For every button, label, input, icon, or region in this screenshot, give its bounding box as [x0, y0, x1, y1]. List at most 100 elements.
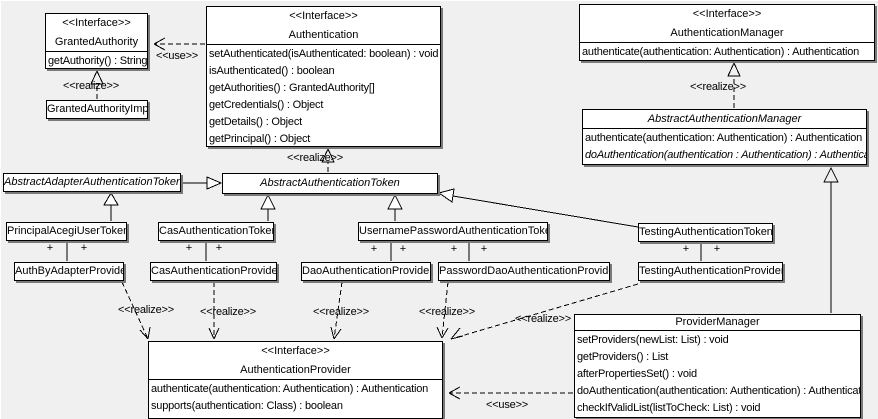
- stereotype: <<Interface>>: [692, 8, 762, 20]
- methods-compartment: authenticate(authentication: Authenticat…: [583, 128, 866, 164]
- assoc-end-label: +: [215, 242, 223, 254]
- method: getProviders() : List: [577, 351, 669, 363]
- assoc-end-label: +: [399, 243, 407, 255]
- edge-realize-testingprovider: [450, 283, 639, 340]
- class-title: ProviderManager: [575, 315, 860, 330]
- class-name: GrantedAuthority: [54, 36, 139, 48]
- class-name: AbstractAuthenticationToken: [260, 177, 400, 189]
- assoc-end-label: +: [480, 243, 488, 255]
- edge-realize-abstractauthenticationmanager: [727, 61, 741, 108]
- stereotype: <<Interface>>: [62, 17, 131, 29]
- edge-gen-castoken: [260, 193, 276, 221]
- class-name: TestingAuthenticationToken: [639, 226, 773, 238]
- class-name: AbstractAuthenticationManager: [647, 113, 802, 125]
- class-authentication-provider[interactable]: <<Interface>> AuthenticationProvider aut…: [148, 341, 443, 419]
- edge-use-providermanager-authenticationprovider: [448, 386, 573, 400]
- edge-label-realize: <<realize>>: [515, 313, 571, 325]
- class-auth-by-adapter-provider[interactable]: AuthByAdapterProvider: [14, 262, 124, 281]
- edge-gen-abstractadapter-abstracttoken: [182, 176, 223, 190]
- assoc-end-label: +: [46, 242, 54, 254]
- method: afterPropertiesSet() : void: [577, 368, 697, 380]
- class-name: AbstractAdapterAuthenticationToken: [4, 176, 181, 188]
- edge-label-realize: <<realize>>: [200, 306, 256, 318]
- method: setAuthenticated(isAuthenticated: boolea…: [209, 48, 439, 60]
- assoc-end-label: +: [713, 243, 721, 255]
- method: checkIfValidList(listToCheck: List) : vo…: [577, 402, 761, 414]
- class-name: ProviderManager: [675, 316, 760, 328]
- stereotype: <<Interface>>: [289, 10, 358, 22]
- class-name: AuthByAdapterProvider: [15, 265, 124, 277]
- class-granted-authority[interactable]: <<Interface>> GrantedAuthority getAuthor…: [45, 13, 148, 69]
- class-abstract-adapter-authentication-token[interactable]: AbstractAdapterAuthenticationToken: [3, 173, 181, 192]
- method: doAuthentication(authentication: Authent…: [577, 385, 861, 397]
- edge-label-realize: <<realize>>: [118, 304, 174, 316]
- edge-label-realize: <<realize>>: [419, 306, 475, 318]
- class-principal-acegi-user-token[interactable]: PrincipalAcegiUserToken: [6, 222, 127, 241]
- class-title: <<Interface>> AuthenticationManager: [580, 5, 874, 42]
- methods-compartment: authenticate(authentication: Authenticat…: [580, 42, 874, 60]
- assoc-end-label: +: [450, 243, 458, 255]
- edge-gen-providermanager: [823, 166, 839, 313]
- class-name: CasAuthenticationProvider: [151, 265, 277, 277]
- class-name: AuthenticationProvider: [240, 364, 351, 376]
- method: authenticate(authentication: Authenticat…: [585, 132, 863, 144]
- edge-label-use: <<use>>: [155, 50, 199, 62]
- class-title: AbstractAuthenticationManager: [583, 110, 866, 128]
- class-abstract-authentication-token[interactable]: AbstractAuthenticationToken: [222, 173, 438, 194]
- class-testing-authentication-provider[interactable]: TestingAuthenticationProvider: [638, 262, 783, 281]
- class-title: <<Interface>> AuthenticationProvider: [149, 342, 442, 379]
- edge-label-realize: <<realize>>: [690, 81, 746, 93]
- class-password-dao-authentication-provider[interactable]: PasswordDaoAuthenticationProvider: [438, 262, 610, 281]
- assoc-end-label: +: [370, 243, 378, 255]
- class-provider-manager[interactable]: ProviderManager setProviders(newList: Li…: [574, 314, 861, 418]
- method: authenticate(authentication: Authenticat…: [582, 46, 860, 58]
- edge-gen-testingtoken: [437, 188, 639, 228]
- edge-label-use: <<use>>: [485, 399, 529, 411]
- class-cas-authentication-token[interactable]: CasAuthenticationToken: [158, 222, 274, 241]
- class-authentication-manager[interactable]: <<Interface>> AuthenticationManager auth…: [579, 4, 875, 61]
- class-name: AuthenticationManager: [670, 27, 784, 39]
- assoc-end-label: +: [185, 242, 193, 254]
- edge-realize-grantedauthorityimpl: [90, 69, 104, 99]
- class-name: DaoAuthenticationProvider: [302, 265, 431, 277]
- class-name: CasAuthenticationToken: [159, 225, 274, 237]
- edge-use-authentication-grantedauthority: [153, 37, 205, 51]
- edge-gen-usernamepasswordtoken: [387, 193, 403, 221]
- method: getDetails() : Object: [209, 116, 303, 128]
- edge-realize-daoprovider: [330, 281, 343, 340]
- class-name: UsernamePasswordAuthenticationToken: [359, 225, 548, 237]
- class-name: GrantedAuthorityImpl: [47, 103, 148, 115]
- methods-compartment: authenticate(authentication: Authenticat…: [149, 379, 442, 415]
- method: getPrincipal() : Object: [209, 133, 311, 145]
- edge-realize-passworddaoprovider: [436, 281, 449, 339]
- methods-compartment: setProviders(newList: List) : void getPr…: [575, 330, 860, 417]
- assoc-end-label: +: [80, 242, 88, 254]
- class-name: PrincipalAcegiUserToken: [7, 225, 127, 237]
- class-abstract-authentication-manager[interactable]: AbstractAuthenticationManager authentica…: [582, 109, 867, 165]
- assoc-end-label: +: [682, 243, 690, 255]
- method: isAuthenticated() : boolean: [209, 65, 335, 77]
- edge-gen-principalacegi: [103, 192, 119, 221]
- method: authenticate(authentication: Authenticat…: [151, 383, 429, 395]
- edge-label-realize: <<realize>>: [313, 306, 369, 318]
- methods-compartment: setAuthenticated(isAuthenticated: boolea…: [207, 44, 440, 146]
- method: supports(authentication: Class) : boolea…: [151, 400, 343, 412]
- class-title: <<Interface>> GrantedAuthority: [46, 14, 147, 51]
- class-username-password-authentication-token[interactable]: UsernamePasswordAuthenticationToken: [358, 222, 548, 241]
- edge-realize-abstractauthenticationtoken: [321, 147, 335, 172]
- edge-label-realize: <<realize>>: [63, 80, 119, 92]
- abstract-method: doAuthentication(authentication : Authen…: [585, 149, 867, 161]
- class-title: <<Interface>> Authentication: [207, 7, 440, 44]
- edge-realize-casprovider: [208, 282, 220, 340]
- method: getAuthority() : String: [48, 55, 148, 67]
- class-name: PasswordDaoAuthenticationProvider: [439, 265, 610, 277]
- method: getAuthorities() : GrantedAuthority[]: [209, 82, 375, 94]
- class-authentication[interactable]: <<Interface>> Authentication setAuthenti…: [206, 6, 441, 147]
- edge-label-realize: <<realize>>: [287, 152, 343, 164]
- class-testing-authentication-token[interactable]: TestingAuthenticationToken: [638, 223, 773, 242]
- class-dao-authentication-provider[interactable]: DaoAuthenticationProvider: [301, 262, 431, 281]
- class-name: Authentication: [288, 29, 359, 41]
- class-granted-authority-impl[interactable]: GrantedAuthorityImpl: [46, 100, 148, 119]
- class-cas-authentication-provider[interactable]: CasAuthenticationProvider: [150, 262, 277, 281]
